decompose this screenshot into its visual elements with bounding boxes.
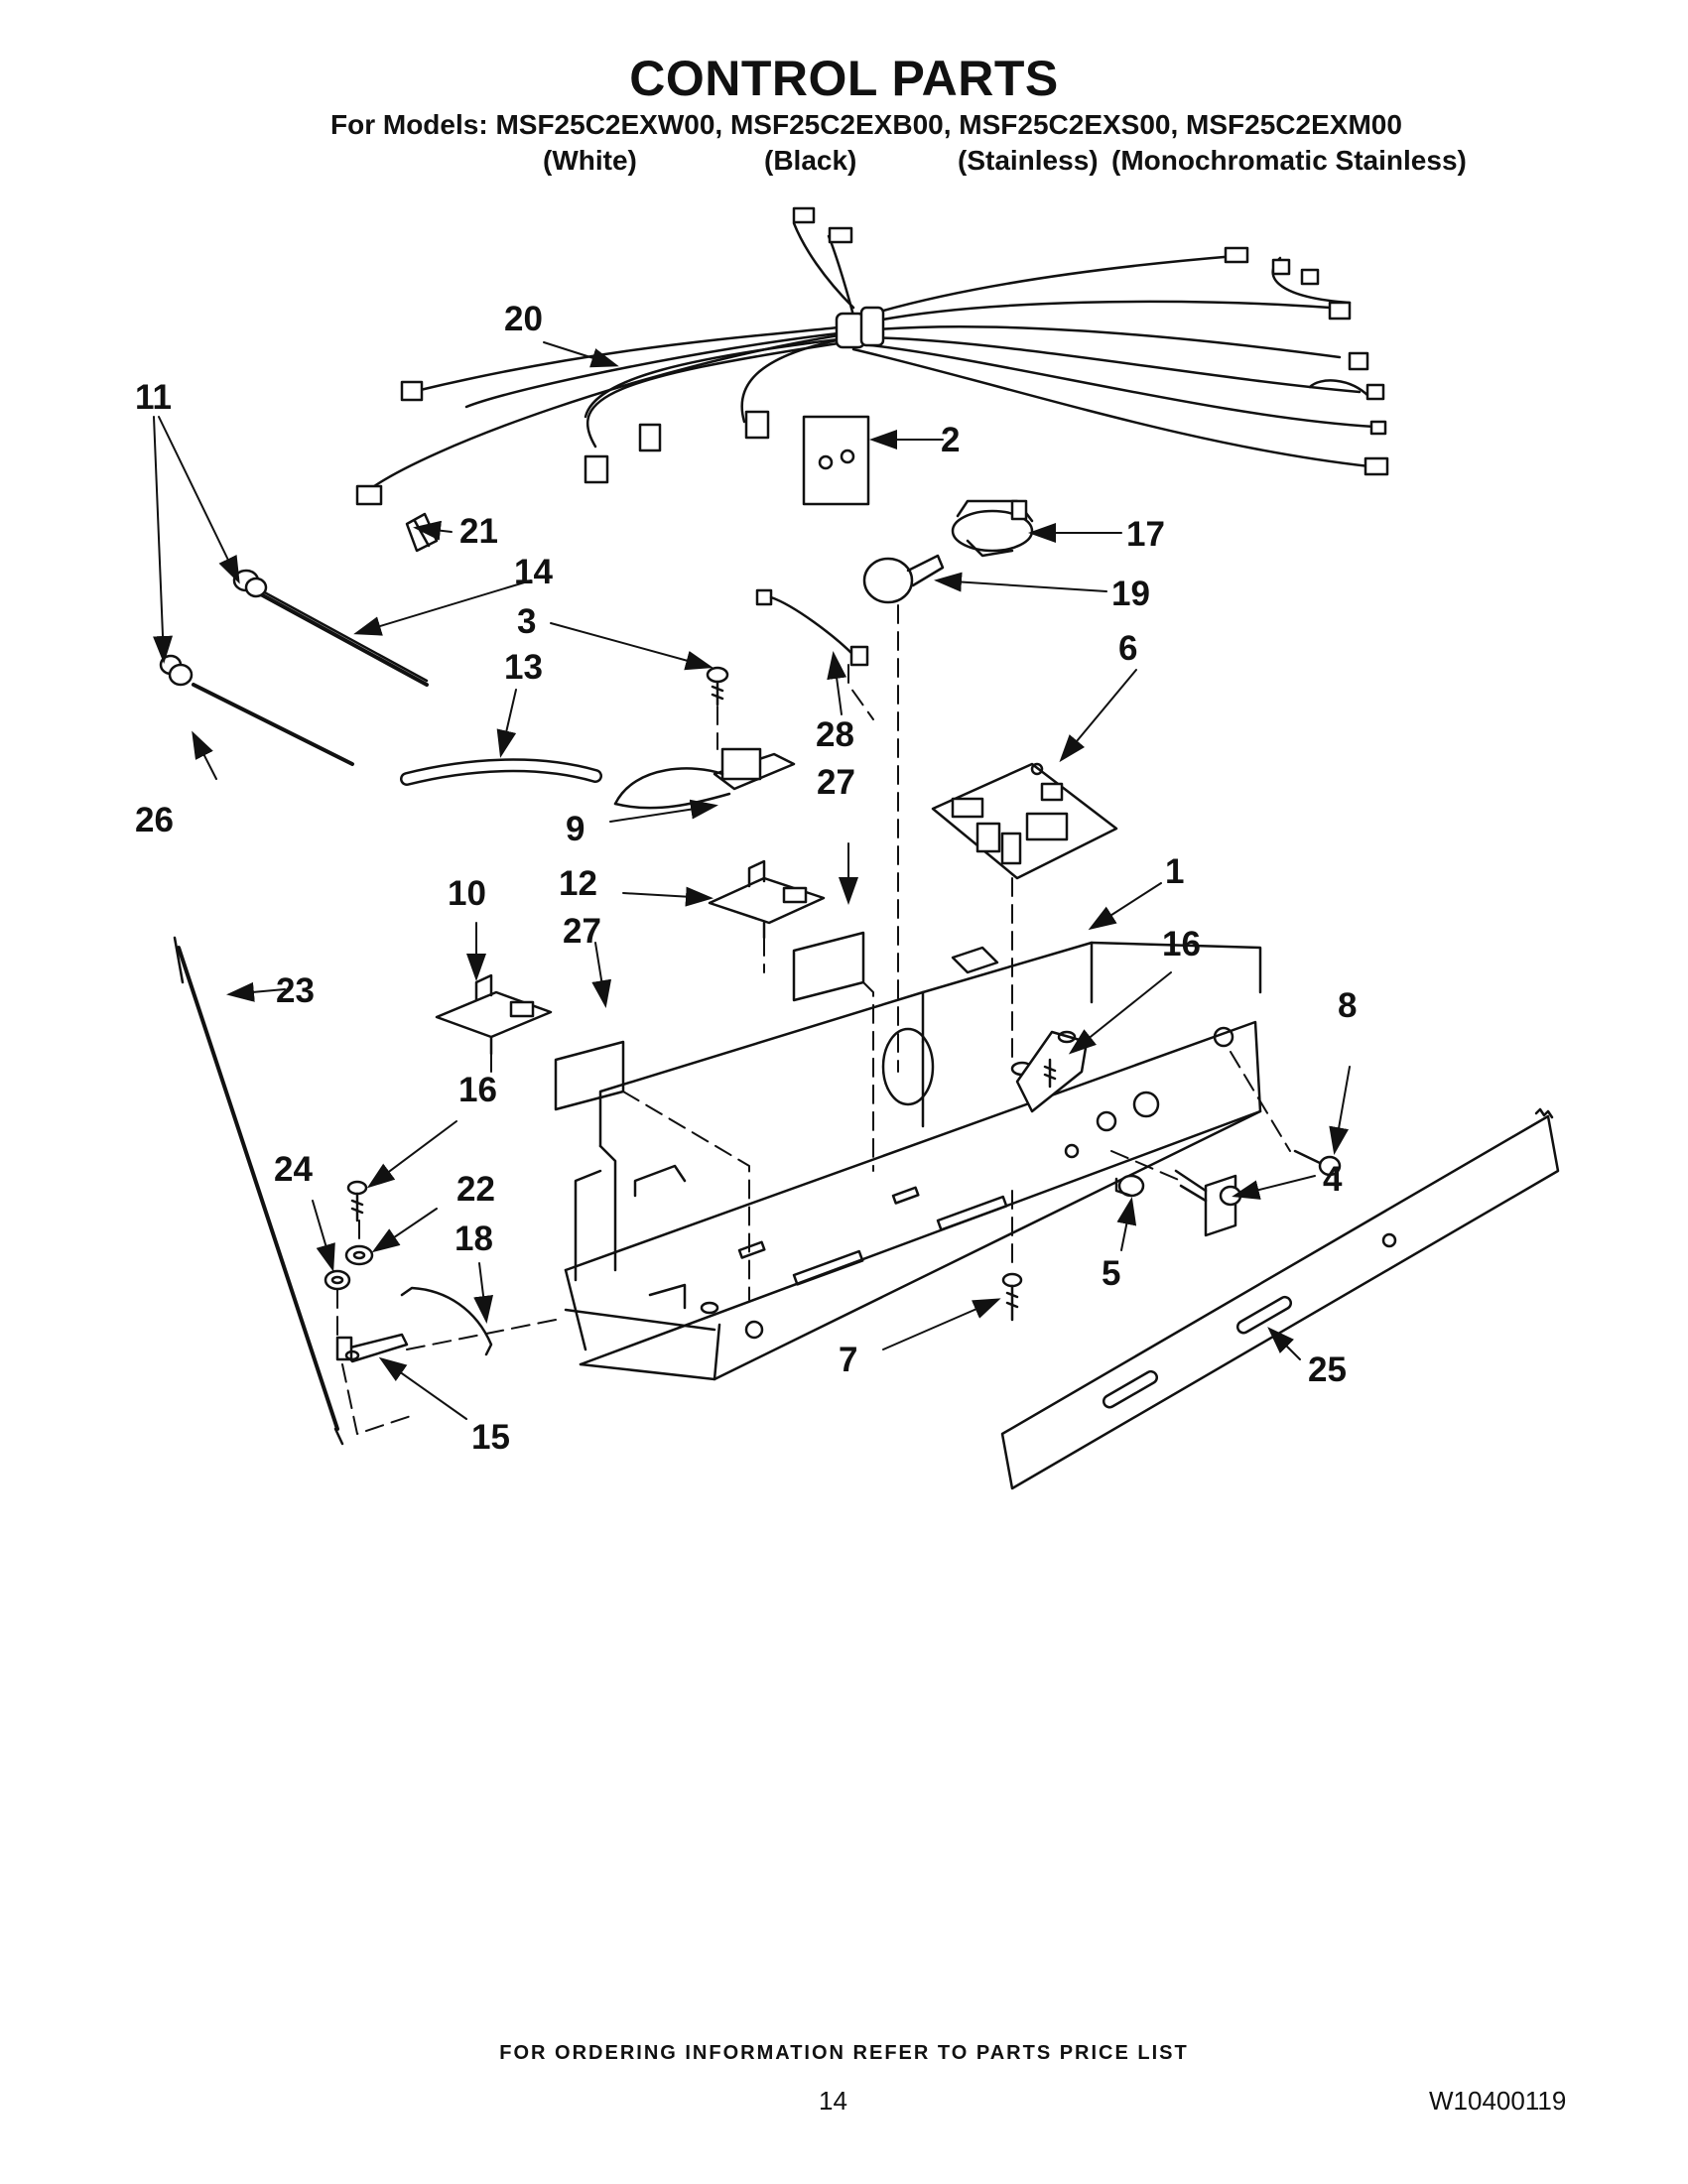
part-2-foam-pad bbox=[802, 415, 870, 506]
callout-28: 28 bbox=[816, 715, 854, 754]
callout-12: 12 bbox=[559, 864, 597, 903]
part-21-clip bbox=[405, 512, 439, 553]
callout-16-upper: 16 bbox=[1162, 925, 1201, 964]
part-11-grommets bbox=[159, 569, 268, 687]
dashed-alignment-lines bbox=[336, 604, 1291, 1435]
part-16-bracket-upper bbox=[1015, 1030, 1089, 1113]
part-14-rod bbox=[246, 581, 429, 687]
leader-arrows bbox=[153, 341, 1351, 1420]
callout-numbers: 2 20 21 17 19 11 14 3 13 28 6 9 26 27 12… bbox=[135, 300, 1357, 1457]
callout-8: 8 bbox=[1338, 986, 1357, 1025]
part-3-screw bbox=[706, 666, 729, 707]
callout-21: 21 bbox=[459, 512, 498, 551]
part-25-trim-strip bbox=[1000, 1107, 1560, 1490]
callout-14: 14 bbox=[514, 553, 553, 591]
part-23-rod bbox=[173, 936, 344, 1446]
part-18-wire-spring bbox=[400, 1286, 493, 1356]
part-8-screw bbox=[1293, 1149, 1342, 1177]
callout-24: 24 bbox=[274, 1150, 313, 1189]
part-15-bracket bbox=[335, 1333, 409, 1363]
callout-27-upper: 27 bbox=[817, 763, 855, 802]
callout-6: 6 bbox=[1118, 629, 1137, 668]
part-5-button bbox=[1114, 1174, 1145, 1198]
callout-9: 9 bbox=[566, 810, 584, 848]
document-id: W10400119 bbox=[1429, 2086, 1567, 2116]
ordering-note: FOR ORDERING INFORMATION REFER TO PARTS … bbox=[499, 2042, 1189, 2064]
part-13-tube bbox=[400, 758, 602, 786]
callout-5: 5 bbox=[1102, 1254, 1120, 1293]
part-12-bracket bbox=[708, 859, 826, 940]
callout-10: 10 bbox=[448, 874, 486, 913]
part-1-control-housing bbox=[564, 941, 1262, 1381]
callout-27-lower: 27 bbox=[563, 912, 601, 951]
part-9-switch bbox=[613, 747, 796, 810]
part-10-bracket bbox=[435, 973, 553, 1056]
wire-harness bbox=[355, 206, 1389, 506]
variant-black: (Black) bbox=[764, 145, 857, 176]
callout-7: 7 bbox=[839, 1341, 857, 1379]
part-7-screw bbox=[1001, 1272, 1023, 1322]
callout-2: 2 bbox=[941, 421, 960, 459]
callout-18: 18 bbox=[454, 1220, 493, 1258]
part-17-lamp-socket bbox=[951, 499, 1034, 558]
callout-15: 15 bbox=[471, 1418, 510, 1457]
callout-11: 11 bbox=[135, 378, 172, 417]
variant-monochromatic-stainless: (Monochromatic Stainless) bbox=[1111, 145, 1467, 176]
page-title: CONTROL PARTS bbox=[629, 51, 1059, 106]
part-6-control-board bbox=[931, 762, 1118, 880]
part-22-washer bbox=[344, 1244, 374, 1266]
part-24-washer bbox=[324, 1269, 351, 1291]
page-number: 14 bbox=[819, 2086, 847, 2116]
part-16-screw-lower bbox=[346, 1180, 368, 1222]
variant-white: (White) bbox=[543, 145, 637, 176]
part-26-rod bbox=[192, 683, 354, 766]
models-line: For Models: MSF25C2EXW00, MSF25C2EXB00, … bbox=[330, 109, 1402, 140]
callout-16-lower: 16 bbox=[458, 1071, 497, 1109]
part-27-labels bbox=[554, 931, 865, 1111]
callout-23: 23 bbox=[276, 971, 315, 1010]
callout-3: 3 bbox=[517, 602, 536, 641]
callout-4: 4 bbox=[1323, 1160, 1343, 1199]
part-28-pigtail bbox=[755, 588, 869, 667]
callout-1: 1 bbox=[1165, 852, 1184, 891]
callout-26: 26 bbox=[135, 801, 174, 839]
part-4-door-switch bbox=[1174, 1169, 1242, 1237]
callout-20: 20 bbox=[504, 300, 543, 338]
part-19-light-bulb bbox=[862, 554, 945, 604]
callout-22: 22 bbox=[456, 1170, 495, 1209]
callout-17: 17 bbox=[1126, 515, 1165, 554]
callout-13: 13 bbox=[504, 648, 543, 687]
callout-25: 25 bbox=[1308, 1350, 1347, 1389]
variant-stainless: (Stainless) bbox=[958, 145, 1099, 176]
callout-19: 19 bbox=[1111, 575, 1150, 613]
